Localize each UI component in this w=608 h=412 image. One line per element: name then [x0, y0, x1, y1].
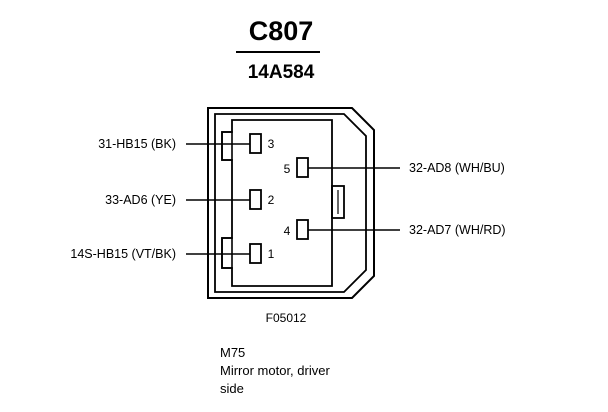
pin-1-number: 1	[268, 247, 275, 261]
component-code: M75	[220, 345, 246, 360]
figure-reference: F05012	[266, 311, 307, 325]
pin-3-terminal	[249, 133, 262, 154]
pin-2-terminal	[249, 189, 262, 210]
pin-5-terminal	[296, 157, 309, 178]
pin-3-wire-label: 31-HB15 (BK)	[98, 137, 176, 151]
pin-5-number: 5	[284, 162, 291, 176]
connector-title: C807	[249, 16, 314, 46]
left-key-bottom	[221, 237, 233, 269]
connector-housing-outer	[207, 107, 375, 299]
pin-2-number: 2	[268, 193, 275, 207]
pin-4-terminal	[296, 219, 309, 240]
pin-2-wire-label: 33-AD6 (YE)	[105, 193, 176, 207]
pin-3-number: 3	[268, 137, 275, 151]
component-description-line-2: side	[220, 381, 244, 396]
connector-housing-middle	[214, 113, 367, 293]
pin-1-terminal	[249, 243, 262, 264]
pin-1-wire-label: 14S-HB15 (VT/BK)	[70, 247, 176, 261]
connector-housing-inner	[221, 119, 333, 287]
connector-part-number: 14A584	[248, 62, 315, 83]
pin-4-wire-label: 32-AD7 (WH/RD)	[409, 223, 506, 237]
pin-5-wire-label: 32-AD8 (WH/BU)	[409, 161, 505, 175]
left-key-top	[221, 131, 233, 161]
component-caption: M75 Mirror motor, driver side	[220, 344, 420, 398]
pin-4-number: 4	[284, 224, 291, 238]
component-description-line-1: Mirror motor, driver	[220, 363, 330, 378]
right-latch	[331, 185, 345, 219]
